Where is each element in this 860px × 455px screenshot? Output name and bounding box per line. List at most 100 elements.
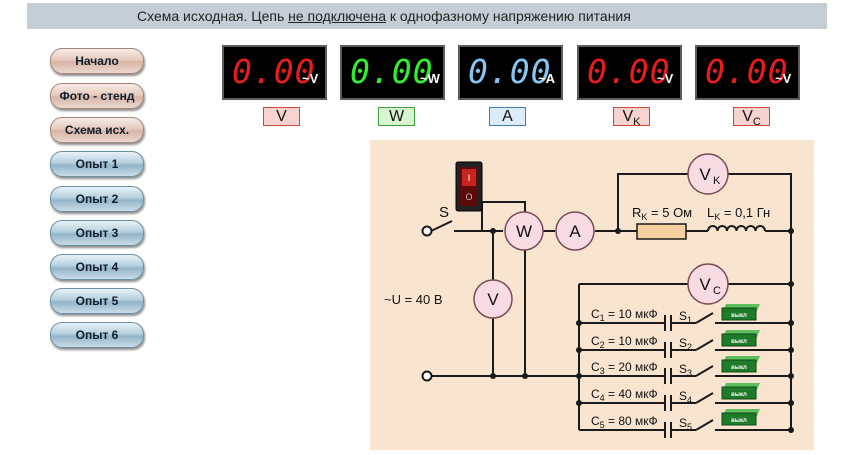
vk-meter-label: VK xyxy=(613,107,650,129)
switch-label-4: S4 xyxy=(679,389,692,405)
resistor-rk xyxy=(636,223,687,240)
power-switch-off-mark: O xyxy=(465,192,472,202)
vc-meter-label-sub: C xyxy=(752,116,761,129)
c1-name: C xyxy=(591,307,600,321)
input-terminal-bottom xyxy=(421,370,433,382)
voltmeter-label: V xyxy=(263,107,300,126)
c1-idx: 1 xyxy=(600,313,605,323)
capacitor-label-2: C2 = 10 мкФ xyxy=(591,334,658,350)
vk-meter-display: 0.00 ~V xyxy=(577,45,682,100)
ammeter-label-text: A xyxy=(502,108,513,125)
vc-meter-label: VC xyxy=(733,107,770,129)
s2-idx: 2 xyxy=(687,342,692,352)
ammeter-display: 0.00 ~A xyxy=(458,45,563,100)
vk-meter-label-sub: K xyxy=(633,116,641,129)
c1-value: = 10 мкФ xyxy=(605,307,658,321)
vc-symbol-sub: C xyxy=(713,285,721,297)
lk-sub: K xyxy=(714,212,720,222)
input-terminal-top xyxy=(421,225,433,237)
vc-meter-label-text: V xyxy=(742,108,753,125)
capacitor-toggle-2[interactable]: выкл xyxy=(721,330,760,347)
c2-idx: 2 xyxy=(600,340,605,350)
capacitor-toggle-4[interactable]: выкл xyxy=(721,383,760,400)
capacitor-toggle-5-label: выкл xyxy=(731,418,747,424)
nav-button-scheme[interactable]: Схема исх. xyxy=(50,117,144,143)
inductor-lk xyxy=(707,225,766,232)
vk-symbol-sub: K xyxy=(713,175,721,187)
nav-button-experiment-3[interactable]: Опыт 3 xyxy=(50,220,144,246)
nav-button-start[interactable]: Начало xyxy=(50,48,144,74)
capacitor-toggle-1[interactable]: выкл xyxy=(721,304,760,321)
nav-button-experiment-1[interactable]: Опыт 1 xyxy=(50,151,144,177)
c4-idx: 4 xyxy=(600,393,605,403)
capacitor-toggle-5[interactable]: выкл xyxy=(721,409,760,426)
s2-name: S xyxy=(679,336,687,350)
lk-name: L xyxy=(707,205,714,220)
switch-s-label: S xyxy=(439,204,449,221)
capacitor-toggle-1-label: выкл xyxy=(731,313,747,319)
switch-label-3: S3 xyxy=(679,362,692,378)
vk-meter-value: 0.00 xyxy=(587,52,671,91)
voltmeter-display: 0.00 ~V xyxy=(222,45,327,100)
power-switch[interactable]: I O xyxy=(455,161,483,212)
wattmeter-unit: ~W xyxy=(420,71,440,86)
vk-meter-symbol xyxy=(687,153,729,195)
switch-label-1: S1 xyxy=(679,309,692,325)
capacitor-toggle-3[interactable]: выкл xyxy=(721,356,760,373)
wattmeter-display: 0.00 ~W xyxy=(340,45,445,100)
nav-button-photo-stand[interactable]: Фото - стенд xyxy=(50,83,144,109)
vc-symbol-label: V xyxy=(699,275,711,294)
junction-dots xyxy=(490,228,794,433)
s1-name: S xyxy=(679,309,687,323)
status-connection-state: не подключена xyxy=(288,8,387,24)
ammeter-unit: ~A xyxy=(538,71,555,86)
capacitor-toggle-4-label: выкл xyxy=(731,392,747,398)
ammeter-symbol-label: A xyxy=(569,222,581,241)
c3-value: = 20 мкФ xyxy=(605,360,658,374)
capacitor-toggle-3-label: выкл xyxy=(731,365,747,371)
c4-value: = 40 мкФ xyxy=(605,387,658,401)
power-switch-on-mark: I xyxy=(468,173,471,183)
voltmeter-symbol xyxy=(473,279,513,319)
capacitor-label-5: C5 = 80 мкФ xyxy=(591,414,658,430)
nav-button-experiment-5[interactable]: Опыт 5 xyxy=(50,288,144,314)
rk-sub: K xyxy=(641,212,647,222)
supply-voltage-label: ~U = 40 В xyxy=(384,292,443,307)
s4-name: S xyxy=(679,389,687,403)
vc-meter-symbol xyxy=(687,263,729,305)
voltmeter-label-text: V xyxy=(276,108,287,125)
c2-name: C xyxy=(591,334,600,348)
c3-name: C xyxy=(591,360,600,374)
status-prefix: Схема исходная. Цепь xyxy=(137,8,289,24)
switch-label-5: S5 xyxy=(679,416,692,432)
s4-idx: 4 xyxy=(687,395,692,405)
nav-button-experiment-6[interactable]: Опыт 6 xyxy=(50,322,144,348)
vc-meter-unit: ~V xyxy=(775,71,792,86)
voltmeter-unit: ~V xyxy=(302,71,319,86)
s3-idx: 3 xyxy=(687,368,692,378)
status-suffix: к однофазному напряжению питания xyxy=(386,8,631,24)
wattmeter-value: 0.00 xyxy=(350,52,434,91)
c3-idx: 3 xyxy=(600,366,605,376)
s3-name: S xyxy=(679,362,687,376)
circuit-diagram: W A V V V K C I O S ~U = 40 В RK = 5 Ом … xyxy=(384,153,794,438)
capacitor-label-1: C1 = 10 мкФ xyxy=(591,307,658,323)
circuit-wires xyxy=(430,173,792,431)
nav-button-experiment-2[interactable]: Опыт 2 xyxy=(50,186,144,212)
vc-meter-display: 0.00 ~V xyxy=(695,45,800,100)
capacitor-plates xyxy=(664,315,672,438)
vk-symbol-label: V xyxy=(699,165,711,184)
rk-label: RK = 5 Ом xyxy=(632,205,692,222)
rk-name: R xyxy=(632,205,641,220)
nav-button-experiment-4[interactable]: Опыт 4 xyxy=(50,254,144,280)
rk-value: = 5 Ом xyxy=(647,205,692,220)
c5-name: C xyxy=(591,414,600,428)
vc-meter-value: 0.00 xyxy=(705,52,789,91)
c5-idx: 5 xyxy=(600,420,605,430)
s5-name: S xyxy=(679,416,687,430)
voltmeter-value: 0.00 xyxy=(232,52,316,91)
capacitor-label-4: C4 = 40 мкФ xyxy=(591,387,658,403)
wattmeter-label: W xyxy=(378,107,415,126)
ammeter-value: 0.00 xyxy=(468,52,552,91)
lk-value: = 0,1 Гн xyxy=(720,205,770,220)
